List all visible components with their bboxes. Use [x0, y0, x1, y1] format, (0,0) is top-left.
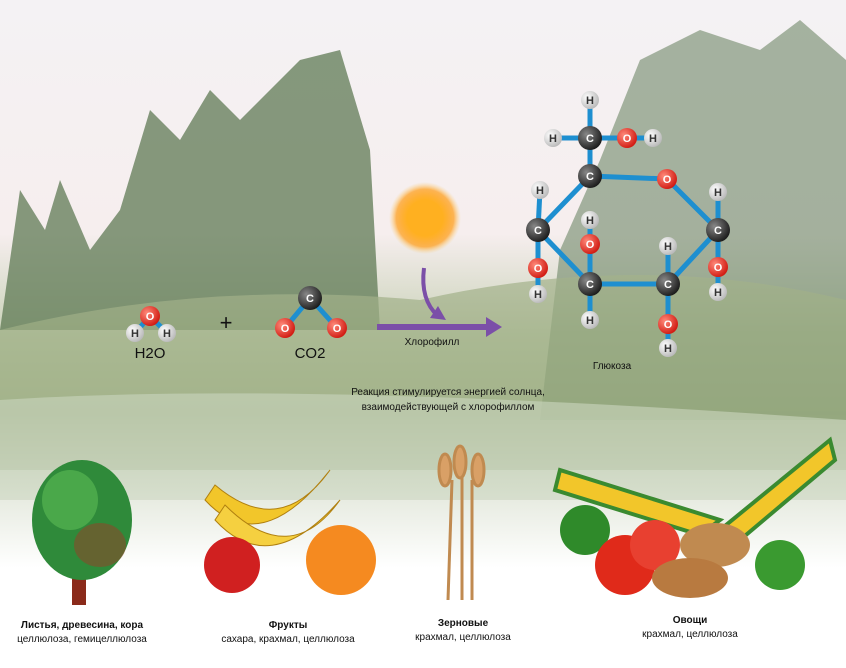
carbon-atom: C: [526, 218, 550, 242]
reaction-note-line1: Реакция стимулируется энергией солнца,: [351, 387, 545, 398]
oxygen-atom: O: [617, 128, 637, 148]
hydrogen-atom: H: [158, 324, 176, 342]
oxygen-atom: O: [657, 169, 677, 189]
svg-text:H: H: [586, 95, 594, 107]
svg-text:H: H: [163, 328, 171, 340]
svg-text:H: H: [664, 241, 672, 253]
carbon-atom: C: [578, 164, 602, 188]
chlorophyll-label: Хлорофилл: [404, 337, 460, 348]
plus-sign: +: [219, 310, 233, 335]
glucose-label: Глюкоза: [592, 361, 632, 372]
svg-text:C: C: [664, 279, 672, 291]
oxygen-atom: O: [140, 306, 160, 326]
hydrogen-atom: H: [581, 91, 599, 109]
carbon-atom: C: [578, 272, 602, 296]
bond: [536, 228, 592, 286]
svg-text:O: O: [714, 262, 723, 274]
svg-text:O: O: [534, 263, 543, 275]
source-title: Фрукты: [268, 620, 308, 631]
vegetables-icon: [552, 436, 838, 598]
bond: [536, 174, 592, 232]
hydrogen-atom: H: [659, 237, 677, 255]
hydrogen-atom: H: [659, 339, 677, 357]
source-contents: целлюлоза, гемицеллюлоза: [17, 634, 147, 645]
svg-text:O: O: [663, 174, 672, 186]
hydrogen-atom: H: [644, 129, 662, 147]
water-label: H2O: [134, 345, 166, 362]
svg-text:O: O: [333, 323, 342, 335]
oxygen-atom: O: [658, 314, 678, 334]
svg-text:H: H: [714, 287, 722, 299]
svg-text:O: O: [623, 133, 632, 145]
hydrogen-atom: H: [581, 311, 599, 329]
source-grains: Зерновые крахмал, целлюлоза: [415, 618, 511, 643]
svg-text:C: C: [306, 293, 314, 305]
source-leaves: Листья, древесина, кора целлюлоза, гемице…: [17, 620, 147, 645]
source-title: Овощи: [672, 615, 708, 626]
svg-text:H: H: [714, 187, 722, 199]
fruits-icon: [204, 469, 376, 595]
carbon-atom: C: [298, 286, 322, 310]
bond: [589, 173, 668, 182]
forest: [0, 20, 846, 500]
svg-text:C: C: [586, 133, 594, 145]
sun-icon: [389, 182, 461, 254]
hydrogen-atom: H: [529, 285, 547, 303]
svg-text:H: H: [534, 289, 542, 301]
svg-text:H: H: [536, 185, 544, 197]
source-title: Зерновые: [437, 618, 489, 629]
svg-text:H: H: [586, 315, 594, 327]
hydrogen-atom: H: [531, 181, 549, 199]
svg-text:O: O: [281, 323, 290, 335]
tree-icon: [32, 460, 132, 605]
carbon-atom: C: [656, 272, 680, 296]
oxygen-atom: O: [708, 257, 728, 277]
svg-text:O: O: [146, 311, 155, 323]
svg-text:C: C: [714, 225, 722, 237]
source-contents: крахмал, целлюлоза: [415, 632, 511, 643]
hydrogen-atom: H: [709, 183, 727, 201]
co2-label: CO2: [294, 345, 326, 362]
oxygen-atom: O: [528, 258, 548, 278]
hydrogen-atom: H: [126, 324, 144, 342]
svg-text:H: H: [649, 133, 657, 145]
source-contents: сахара, крахмал, целлюлоза: [221, 634, 355, 645]
svg-text:O: O: [586, 239, 595, 251]
hydrogen-atom: H: [709, 283, 727, 301]
oxygen-atom: O: [580, 234, 600, 254]
bond: [666, 228, 720, 286]
svg-text:H: H: [586, 215, 594, 227]
svg-text:H: H: [131, 328, 139, 340]
svg-text:H: H: [664, 343, 672, 355]
source-contents: крахмал, целлюлоза: [642, 629, 738, 640]
reaction-note-line2: взаимодействующей с хлорофиллом: [361, 402, 535, 413]
hydrogen-atom: H: [544, 129, 562, 147]
oxygen-atom: O: [275, 318, 295, 338]
bond: [665, 177, 720, 232]
hydrogen-atom: H: [581, 211, 599, 229]
svg-text:H: H: [549, 133, 557, 145]
carbon-atom: C: [706, 218, 730, 242]
oxygen-atom: O: [327, 318, 347, 338]
carbon-atom: C: [578, 126, 602, 150]
source-fruits: Фрукты сахара, крахмал, целлюлоза: [221, 620, 354, 645]
svg-text:C: C: [586, 279, 594, 291]
source-vegetables: Овощи крахмал, целлюлоза: [642, 615, 738, 640]
grain-icon: [437, 444, 486, 601]
svg-text:O: O: [664, 319, 673, 331]
svg-text:C: C: [534, 225, 542, 237]
svg-text:C: C: [586, 171, 594, 183]
source-title: Листья, древесина, кора: [20, 620, 144, 631]
